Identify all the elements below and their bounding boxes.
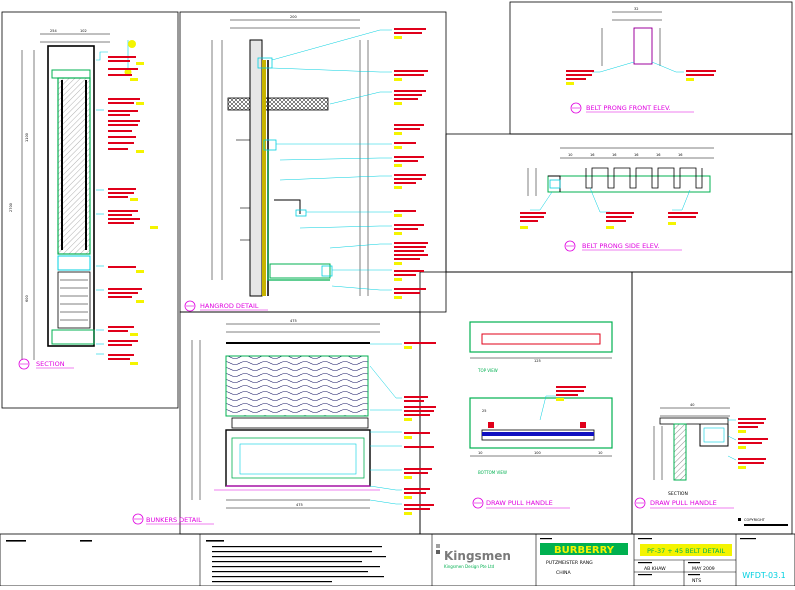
svg-text:254: 254: [50, 29, 57, 33]
draw-pull-title: DRAW PULL HANDLE: [486, 499, 553, 507]
svg-text:2700: 2700: [9, 203, 13, 212]
section-word-label: SECTION: [668, 491, 688, 497]
svg-text:40: 40: [690, 403, 694, 407]
section-title: SECTION: [36, 360, 65, 368]
svg-text:16: 16: [678, 153, 682, 157]
svg-text:100: 100: [534, 451, 541, 455]
svg-text:16: 16: [590, 153, 594, 157]
section-draw-pull-title: DRAW PULL HANDLE: [650, 499, 717, 507]
svg-text:16: 16: [656, 153, 660, 157]
svg-text:475: 475: [296, 503, 303, 507]
project-location: CHINA: [556, 570, 571, 576]
kingsmen-logo: Kingsmen Kingsmen Design Pte Ltd: [436, 544, 511, 569]
company-subtitle: Kingsmen Design Pte Ltd: [444, 564, 495, 569]
section-drawing: 254 102 2700 1100 600: [9, 29, 158, 370]
side-elev-title: BELT PRONG SIDE ELEV.: [582, 242, 660, 250]
svg-text:10: 10: [478, 451, 482, 455]
hangrod-title: HANGROD DETAIL: [200, 302, 259, 310]
drawn-by: AB KHAW: [644, 566, 666, 572]
copyright-label: COPYRIGHT: [744, 518, 766, 522]
hangrod-drawing: 200: [184, 15, 428, 312]
draw-pull-drawing: 125 TOP VIEW 10 100 10 25 BOTTOM VIEW DRAW…: [469, 321, 613, 509]
svg-text:16: 16: [612, 153, 616, 157]
section-draw-pull-drawing: 40 SECTION DRAW PULL HANDLE COPYRIGHT: [634, 403, 788, 526]
svg-text:10: 10: [598, 451, 602, 455]
sheet-number: WFDT-03.1: [742, 571, 786, 580]
title-block: Kingsmen Kingsmen Design Pte Ltd BURBERR…: [6, 534, 786, 586]
svg-text:600: 600: [25, 295, 29, 302]
svg-text:16: 16: [634, 153, 638, 157]
top-view-label: TOP VIEW: [477, 368, 498, 373]
svg-text:10: 10: [568, 153, 572, 157]
svg-text:32: 32: [634, 7, 638, 11]
project-name: PUTZMEISTER RANG: [546, 560, 593, 566]
bunkers-drawing: 475 475: [132, 319, 436, 525]
date: MAY 2009: [692, 566, 715, 572]
brand-logo: BURBERRY: [554, 545, 615, 556]
svg-text:200: 200: [290, 15, 297, 19]
svg-text:125: 125: [534, 359, 541, 363]
svg-text:1100: 1100: [25, 133, 29, 142]
scale: NTS: [692, 578, 701, 584]
svg-text:25: 25: [482, 409, 486, 413]
side-elev-drawing: 10 16 16 16 16 16 BELT PRONG SIDE ELEV.: [520, 147, 714, 252]
bunkers-title: BUNKERS DETAIL: [146, 516, 202, 524]
front-elev-title: BELT PRONG FRONT ELEV.: [586, 104, 671, 112]
company-name: Kingsmen: [444, 549, 511, 563]
svg-text:102: 102: [80, 29, 87, 33]
brand-logo-box: [540, 543, 628, 555]
front-elev-drawing: 32 BELT PRONG FRONT ELEV.: [566, 7, 716, 114]
bottom-view-label: BOTTOM VIEW: [478, 470, 507, 475]
sheet-title-box: [640, 544, 732, 556]
svg-text:475: 475: [290, 319, 297, 323]
sheet-title: PF-37 + 45 BELT DETAIL: [647, 547, 725, 555]
